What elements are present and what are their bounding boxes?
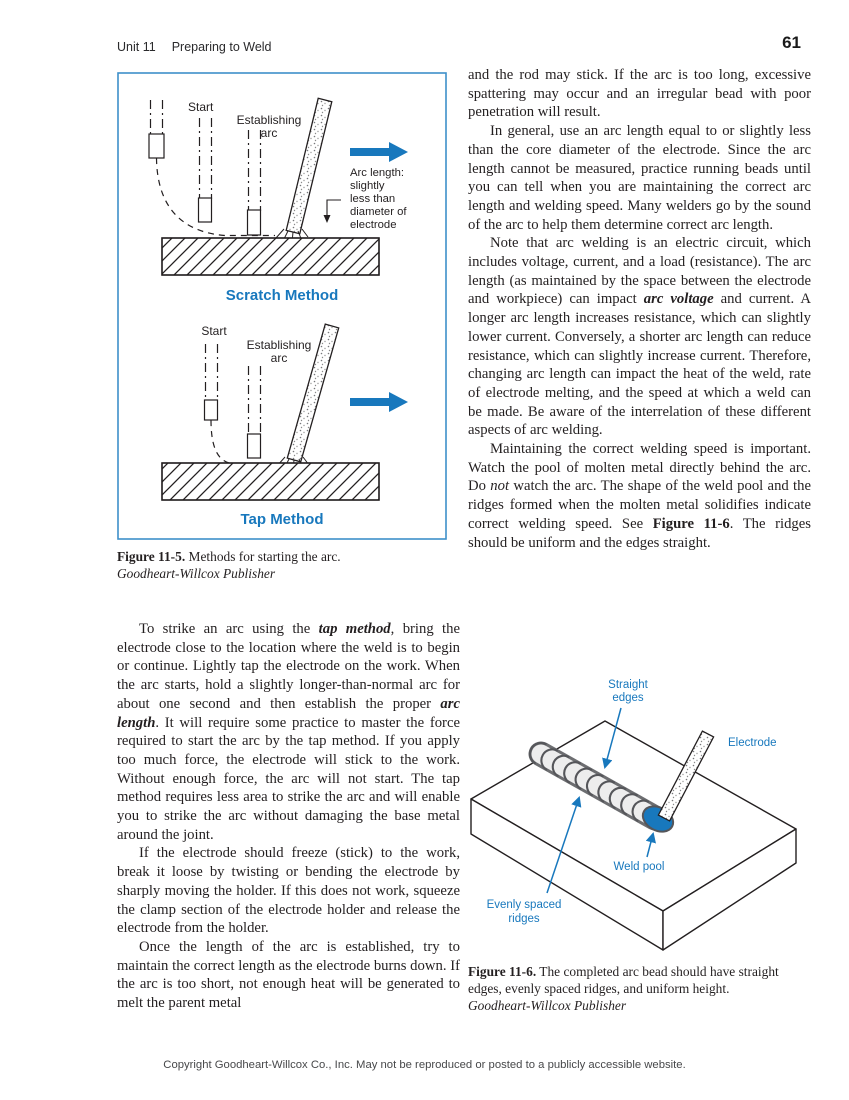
figure-11-5-credit: Goodheart-Willcox Publisher — [117, 565, 276, 581]
base-metal-tap — [161, 462, 380, 501]
electrode-start-position — [148, 133, 165, 159]
page-number: 61 — [782, 33, 801, 52]
figure-11-5-diagram: Start Establishing arc — [117, 72, 447, 540]
tap-method-title: Tap Method — [240, 511, 323, 528]
electrode-label: Electrode — [728, 737, 777, 749]
start-label-tap: Start — [201, 324, 227, 338]
tap-method-diagram: Start Establishing arc — [161, 323, 408, 528]
straight-edges-label-line2: edges — [612, 692, 644, 704]
electrode-rod-tap — [286, 323, 340, 463]
svg-text:Arc length:: Arc length: — [350, 167, 404, 179]
electrode-rod — [657, 730, 715, 822]
weld-pool-label: Weld pool — [614, 861, 665, 873]
scratch-sweep-path — [155, 157, 275, 237]
figure-11-5-caption: Figure 11-5. Methods for starting the ar… — [117, 549, 457, 583]
body-paragraph: If the electrode should freeze (stick) t… — [117, 845, 460, 937]
copyright-footer: Copyright Goodheart-Willcox Co., Inc. Ma… — [163, 1059, 686, 1071]
svg-text:electrode: electrode — [350, 219, 396, 231]
travel-direction-arrow-tap — [350, 392, 408, 412]
figure-11-6: Straight edges Electrode Weld pool Evenl… — [468, 666, 828, 962]
weld-pool-arrow — [645, 831, 656, 858]
figure-11-5-caption-text: Methods for starting the arc. — [185, 549, 341, 564]
arc-length-note: Arc length: slightly less than diameter … — [350, 167, 407, 231]
base-metal-scratch — [161, 237, 380, 276]
evenly-spaced-ridges-label-line2: ridges — [508, 913, 540, 925]
figure-11-5-caption-label: Figure 11-5. — [117, 549, 186, 564]
electrode-rod-scratch — [285, 97, 333, 235]
body-paragraph: Note that arc welding is an electric cir… — [468, 235, 811, 439]
weld-bead — [528, 741, 675, 833]
left-column: To strike an arc using the tap method, b… — [117, 620, 460, 1013]
figure-11-6-credit: Goodheart-Willcox Publisher — [468, 997, 627, 1013]
evenly-spaced-ridges-label-line1: Evenly spaced — [487, 899, 562, 911]
unit-label: Unit 11 — [117, 40, 156, 54]
figure-11-5: Start Establishing arc — [117, 72, 447, 540]
svg-text:slightly: slightly — [350, 180, 385, 192]
body-paragraph: In general, use an arc length equal to o… — [468, 123, 811, 233]
right-column: and the rod may stick. If the arc is too… — [468, 66, 811, 552]
figure-11-6-caption-label: Figure 11-6. — [468, 964, 537, 979]
evenly-spaced-ridges-arrow — [546, 796, 582, 894]
start-label-scratch: Start — [188, 100, 214, 114]
tap-path — [210, 419, 230, 464]
chapter-title: Preparing to Weld — [171, 40, 272, 54]
page-header: Unit 11 Preparing to Weld — [117, 40, 272, 54]
bead-ridges — [528, 741, 650, 823]
svg-text:less than: less than — [350, 193, 395, 205]
figure-11-6-caption: Figure 11-6. The completed arc bead shou… — [468, 964, 814, 1014]
straight-edges-arrow — [602, 707, 622, 770]
straight-edges-label-line1: Straight — [608, 679, 648, 691]
figure-11-6-caption-text: The completed arc bead should have strai… — [468, 964, 779, 996]
body-paragraph: Once the length of the arc is establishe… — [117, 938, 460, 1012]
figure-11-6-diagram: Straight edges Electrode Weld pool Evenl… — [470, 679, 797, 951]
svg-text:diameter of: diameter of — [350, 206, 407, 218]
scratch-method-diagram: Start Establishing arc — [148, 97, 408, 304]
body-paragraph: Maintaining the correct welding speed is… — [468, 441, 811, 551]
scratch-method-title: Scratch Method — [226, 287, 339, 304]
establishing-arc-label-tap-line1: Establishing — [247, 338, 312, 352]
travel-direction-arrow-scratch — [350, 142, 408, 162]
establishing-arc-label-scratch-line2: arc — [261, 126, 278, 140]
establishing-arc-label-scratch-line1: Establishing — [237, 113, 302, 127]
establishing-arc-label-tap-line2: arc — [271, 351, 288, 365]
body-paragraph: To strike an arc using the tap method, b… — [117, 621, 460, 843]
body-paragraph: and the rod may stick. If the arc is too… — [468, 67, 811, 121]
